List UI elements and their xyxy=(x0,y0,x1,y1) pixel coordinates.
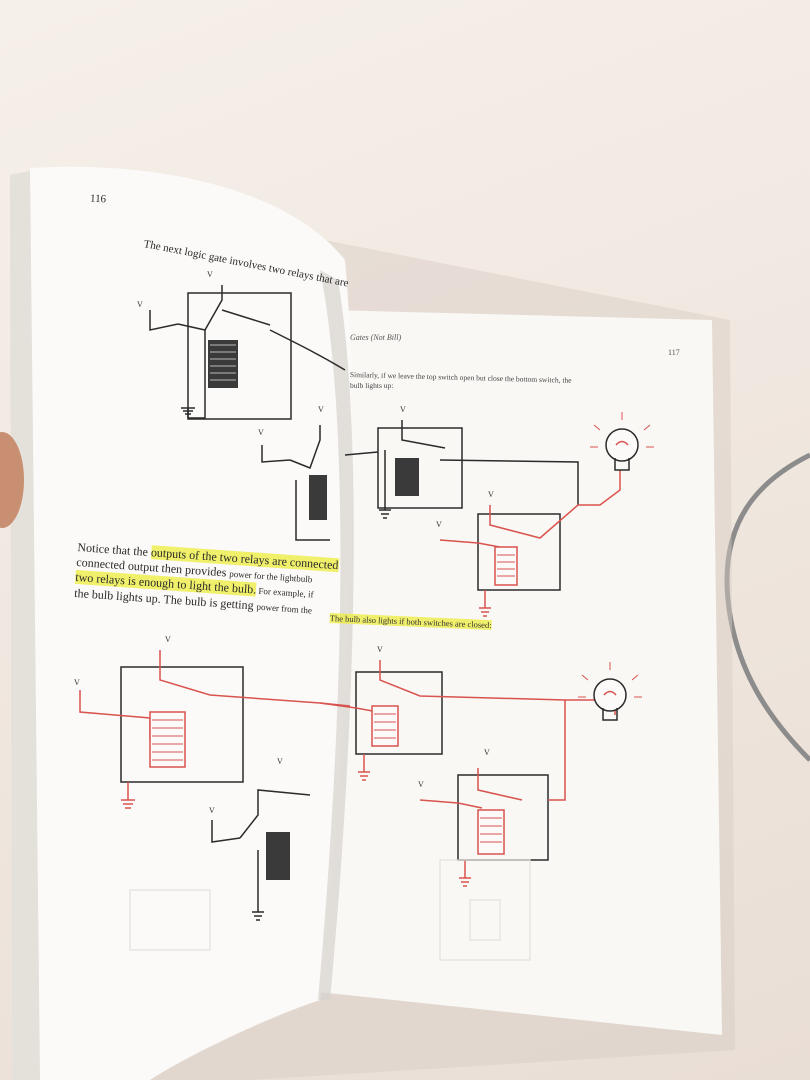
voltage-label: V xyxy=(400,405,406,414)
lightbulb-icon xyxy=(590,412,654,471)
voltage-label: V xyxy=(488,490,494,499)
right-circuit-bottom xyxy=(439,470,621,617)
right-relay-coil-top xyxy=(395,458,419,496)
voltage-label: V xyxy=(484,748,490,757)
left-relay-coil-bottom xyxy=(149,711,186,768)
finger xyxy=(0,432,24,528)
right-relay-coil-middle xyxy=(494,546,518,586)
left-relay-coil-top xyxy=(208,340,238,388)
right-relay-coil-lower-b xyxy=(477,809,505,855)
page-edges xyxy=(10,170,40,1080)
voltage-label: V xyxy=(165,635,171,644)
voltage-label: V xyxy=(258,428,264,437)
voltage-label: V xyxy=(74,678,80,687)
cable xyxy=(724,452,810,762)
running-head: Gates (Not Bill) xyxy=(350,333,402,342)
voltage-label: V xyxy=(209,806,215,815)
voltage-label: V xyxy=(318,405,324,414)
bleed-through xyxy=(129,859,531,961)
voltage-label: V xyxy=(377,645,383,654)
right-circuit-top xyxy=(344,420,579,519)
voltage-label: V xyxy=(137,300,143,309)
right-page-number: 117 xyxy=(668,348,680,357)
left-circuit-middle xyxy=(261,425,330,541)
right-text-line-2: bulb lights up: xyxy=(350,381,394,390)
left-circuit-lower xyxy=(211,789,311,921)
voltage-label: V xyxy=(207,270,213,279)
right-relay-coil-lower-a xyxy=(371,705,399,747)
voltage-label: V xyxy=(436,520,442,529)
left-relay-coil-middle xyxy=(309,475,327,520)
left-relay-coil-lower xyxy=(266,832,290,880)
left-page-number: 116 xyxy=(89,192,107,206)
left-circuit-top xyxy=(149,285,346,420)
voltage-label: V xyxy=(418,780,424,789)
left-page xyxy=(30,166,352,1080)
voltage-label: V xyxy=(277,757,283,766)
lightbulb-icon-lower xyxy=(578,662,642,721)
gutter-shadow xyxy=(318,270,354,1000)
